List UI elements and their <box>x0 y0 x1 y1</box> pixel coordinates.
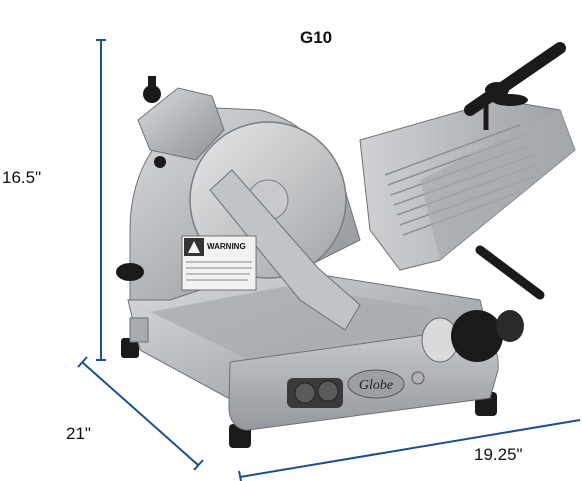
carriage-lever[interactable] <box>475 245 545 300</box>
height-dimension-line <box>96 39 106 361</box>
pusher-handle[interactable] <box>464 42 566 130</box>
thickness-dial[interactable] <box>421 310 524 363</box>
side-lock-knob[interactable] <box>116 263 144 281</box>
stop-button[interactable] <box>294 382 316 404</box>
start-button[interactable] <box>317 380 339 402</box>
width-dimension-label: 19.25" <box>474 445 523 464</box>
sharpener-housing <box>137 87 225 161</box>
blade-guard <box>209 169 361 331</box>
depth-dimension-label: 21" <box>66 424 91 443</box>
width-dimension-line <box>238 419 581 481</box>
brand-logo-text: Globe <box>359 378 393 393</box>
sharpener-side-knob[interactable] <box>154 156 166 168</box>
brand-logo: Globe <box>347 369 405 399</box>
side-access-panel <box>129 317 149 343</box>
warning-decal: WARNING <box>181 235 257 291</box>
height-dimension-label: 16.5" <box>2 168 42 187</box>
model-label: G10 <box>300 28 333 47</box>
indicator-light <box>411 371 425 385</box>
sharpener-knob[interactable] <box>143 85 161 103</box>
depth-dimension-line <box>77 356 204 471</box>
warning-heading: WARNING <box>207 242 246 251</box>
